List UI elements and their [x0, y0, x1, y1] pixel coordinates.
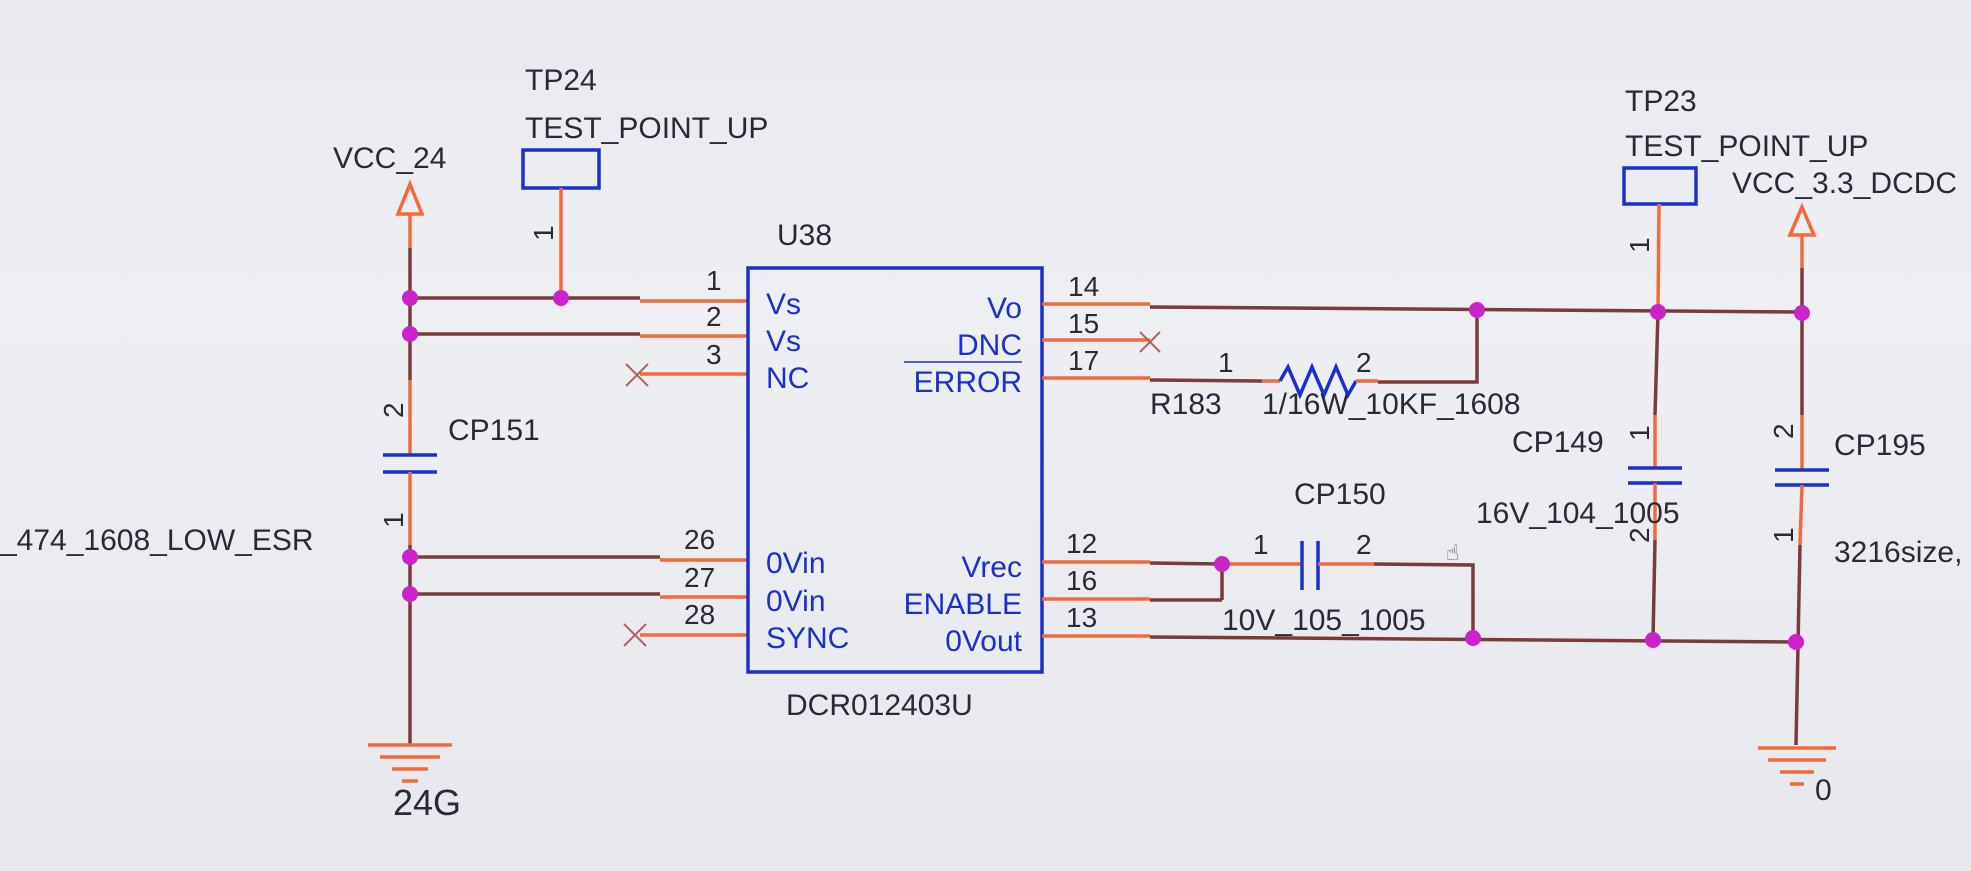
- net-error-pullup-wire[interactable]: [1378, 310, 1479, 384]
- junction-dot: [1214, 556, 1230, 572]
- u38-pin26-number: 26: [684, 524, 715, 555]
- r183-refdes: R183: [1150, 388, 1222, 421]
- junction-dots: [402, 290, 1810, 650]
- junction-dot: [1645, 632, 1661, 648]
- u38-pin3-name: NC: [766, 362, 809, 395]
- cp151-pin-top: 2: [378, 402, 409, 418]
- cp149-pin-top: 1: [1624, 425, 1655, 441]
- junction-dot: [553, 290, 569, 306]
- u38-part-number: DCR012403U: [786, 689, 973, 722]
- u38-pin13-name: 0Vout: [945, 625, 1022, 658]
- cp195-pin-bottom: 1: [1768, 527, 1799, 543]
- cp195-capacitor-symbol[interactable]: [1775, 415, 1829, 546]
- gnd-0-label: 0: [1815, 774, 1832, 807]
- tp23-pin-number: 1: [1624, 237, 1655, 253]
- junction-dot: [402, 326, 418, 342]
- tp23-refdes: TP23: [1625, 85, 1697, 118]
- u38-pin14-name: Vo: [987, 292, 1022, 325]
- cp149-value: 16V_104_1005: [1476, 497, 1680, 530]
- cp195-pin-top: 2: [1768, 423, 1799, 439]
- u38-pin26-name: 0Vin: [766, 547, 826, 580]
- u38-pin2-number: 2: [706, 301, 722, 332]
- u38-pin28-number: 28: [684, 599, 715, 630]
- u38-pin2-name: Vs: [766, 325, 801, 358]
- junction-dot: [1788, 634, 1804, 650]
- r183-resistor-symbol[interactable]: [1262, 362, 1378, 400]
- gnd-24g-label: 24G: [393, 782, 461, 823]
- junction-dot: [402, 586, 418, 602]
- net-cp149-top-wire[interactable]: [1653, 311, 1660, 416]
- cp151-refdes: CP151: [448, 414, 540, 447]
- u38-pin17-name: ERROR: [914, 366, 1022, 399]
- u38-pin12-number: 12: [1066, 528, 1097, 559]
- u38-pin15-number: 15: [1068, 308, 1099, 339]
- u38-pin3-number: 3: [706, 339, 722, 370]
- gnd-24g-symbol[interactable]: [368, 743, 452, 783]
- cp149-pin-bottom: 2: [1624, 527, 1655, 543]
- noconnect-pin3-marker: [625, 363, 649, 387]
- junction-dot: [1794, 305, 1810, 321]
- tp23-value: TEST_POINT_UP: [1625, 130, 1868, 163]
- cp195-refdes: CP195: [1834, 429, 1926, 462]
- u38-pin16-number: 16: [1066, 565, 1097, 596]
- cp195-value: 3216size,: [1834, 536, 1962, 569]
- vcc24-power-symbol[interactable]: [395, 179, 425, 248]
- cp150-capacitor-symbol[interactable]: [1222, 541, 1374, 590]
- u38-pin16-name: ENABLE: [904, 588, 1022, 621]
- cp151-value: _474_1608_LOW_ESR: [0, 524, 314, 557]
- cursor-hand-icon: ☝: [1446, 541, 1459, 566]
- u38-pin17-number: 17: [1068, 345, 1099, 376]
- u38-pin27-number: 27: [684, 562, 715, 593]
- cp151-capacitor-symbol[interactable]: [383, 380, 437, 545]
- u38-pin1-name: Vs: [766, 288, 801, 321]
- tp24-value: TEST_POINT_UP: [525, 112, 768, 145]
- noconnect-pin15-marker: [1139, 331, 1161, 353]
- r183-pin-right: 2: [1356, 347, 1372, 378]
- u38-pin27-name: 0Vin: [766, 585, 826, 618]
- cp149-refdes: CP149: [1512, 426, 1604, 459]
- u38-pin14-number: 14: [1068, 271, 1099, 302]
- u38-pin15-name: DNC: [957, 329, 1022, 362]
- cp149-capacitor-symbol[interactable]: [1628, 415, 1682, 540]
- cp150-pin-left: 1: [1253, 529, 1269, 560]
- gnd-0-symbol[interactable]: [1758, 746, 1836, 786]
- junction-dot: [402, 290, 418, 306]
- vcc33-power-symbol[interactable]: [1787, 202, 1817, 268]
- junction-dot: [402, 549, 418, 565]
- junction-dot: [1650, 304, 1666, 320]
- net-cp149-bottom-wire[interactable]: [1651, 539, 1657, 641]
- vcc33-label: VCC_3.3_DCDC: [1732, 167, 1957, 200]
- r183-pin-left: 1: [1218, 347, 1234, 378]
- cp150-pin-right: 2: [1356, 529, 1372, 560]
- noconnect-pin28-marker: [623, 623, 647, 647]
- cp150-value: 10V_105_1005: [1222, 604, 1426, 637]
- r183-value: 1/16W_10KF_1608: [1262, 388, 1521, 421]
- cp151-pin-bottom: 1: [378, 512, 409, 528]
- u38-pin12-name: Vrec: [961, 551, 1022, 584]
- tp24-pin-number: 1: [528, 225, 559, 241]
- tp23-pin-line[interactable]: [1656, 203, 1661, 313]
- tp23-testpoint-symbol[interactable]: [1622, 166, 1698, 206]
- tp24-refdes: TP24: [525, 64, 597, 97]
- u38-pin28-name: SYNC: [766, 622, 849, 655]
- net-vrec-wire[interactable]: [1149, 561, 1223, 566]
- cp150-refdes: CP150: [1294, 478, 1386, 511]
- vcc24-label: VCC_24: [333, 142, 446, 175]
- tp24-testpoint-symbol[interactable]: [521, 148, 601, 190]
- net-error-wire[interactable]: [1149, 378, 1263, 383]
- net-cp150-return-wire[interactable]: [1373, 562, 1475, 638]
- u38-refdes: U38: [777, 219, 832, 252]
- u38-pin13-number: 13: [1066, 602, 1097, 633]
- u38-dcdc-converter-body[interactable]: [746, 266, 1044, 674]
- junction-dot: [1469, 302, 1485, 318]
- u38-pin1-number: 1: [706, 265, 722, 296]
- junction-dot: [1465, 630, 1481, 646]
